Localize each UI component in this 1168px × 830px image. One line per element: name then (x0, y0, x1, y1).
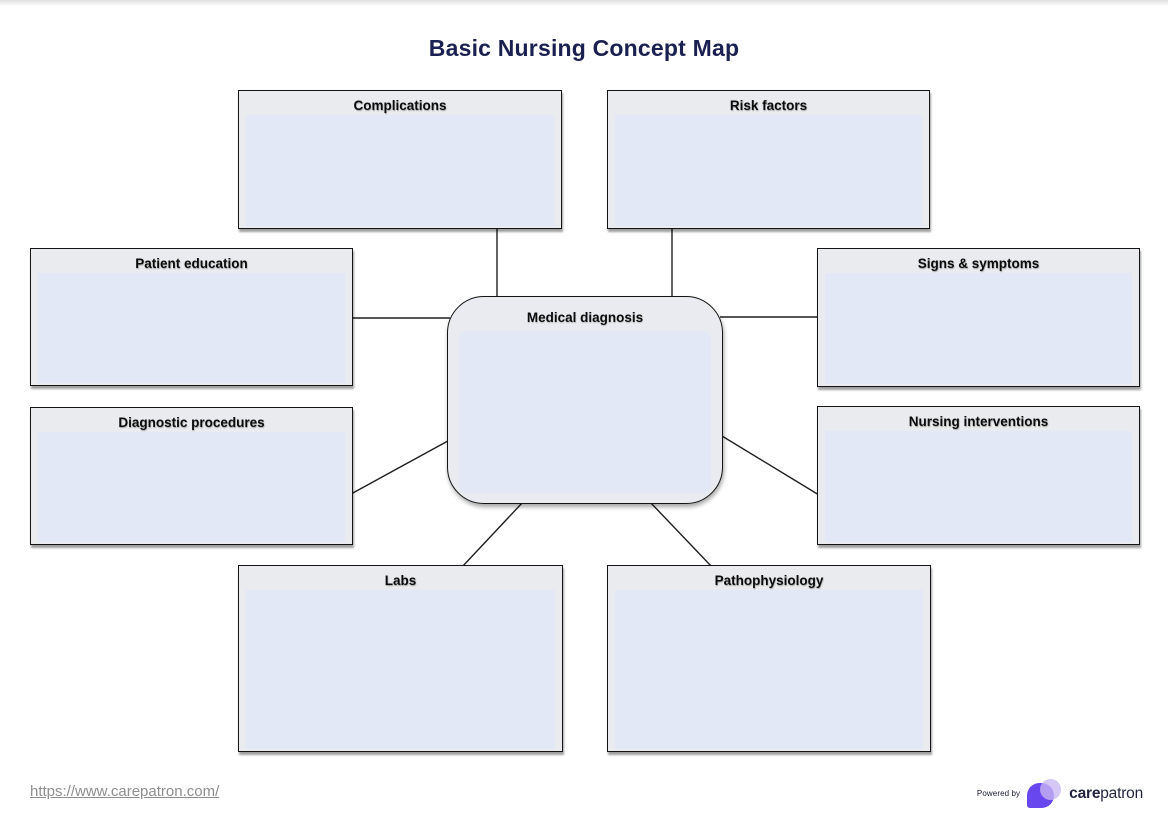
node-field-nursing-interventions[interactable] (825, 431, 1132, 542)
node-label: Risk factors (729, 98, 808, 113)
brand-name: carepatron (1069, 785, 1143, 803)
node-field-diagnostic-procedures[interactable] (38, 432, 345, 542)
node-field-pathophysiology[interactable] (615, 590, 923, 749)
node-label: Signs & symptoms (917, 256, 1040, 271)
node-labs: Labs (238, 565, 563, 752)
connector-labs (461, 501, 524, 568)
connector-diagnostic-procedures (350, 435, 458, 495)
node-field-complications[interactable] (246, 115, 554, 226)
connector-pathophysiology (649, 501, 713, 568)
node-label: Pathophysiology (714, 573, 824, 588)
node-label: Patient education (135, 256, 248, 271)
node-patient-education: Patient education (30, 248, 353, 386)
node-nursing-interventions: Nursing interventions (817, 406, 1140, 545)
node-signs-symptoms: Signs & symptoms (817, 248, 1140, 387)
node-field-labs[interactable] (246, 590, 555, 749)
node-label: Diagnostic procedures (118, 415, 265, 430)
carepatron-link[interactable]: https://www.carepatron.com/ (30, 783, 220, 800)
brand-name-regular: patron (1100, 784, 1143, 802)
node-label: Labs (384, 573, 417, 588)
node-risk-factors: Risk factors (607, 90, 930, 229)
node-field-patient-education[interactable] (38, 273, 345, 383)
node-diagnostic-procedures: Diagnostic procedures (30, 407, 353, 545)
connector-nursing-interventions (721, 435, 820, 496)
node-field-risk-factors[interactable] (615, 115, 922, 226)
powered-by-badge: Powered by carepatron (977, 779, 1143, 808)
node-label: Nursing interventions (908, 414, 1049, 429)
node-label: Medical diagnosis (526, 310, 644, 325)
brand-name-bold: care (1069, 784, 1101, 802)
node-pathophysiology: Pathophysiology (607, 565, 931, 752)
node-medical-diagnosis: Medical diagnosis (447, 296, 723, 504)
logo-bubble-light-icon (1040, 779, 1062, 800)
carepatron-logo-icon (1027, 779, 1062, 808)
node-complications: Complications (238, 90, 562, 229)
powered-by-label: Powered by (976, 789, 1021, 798)
page-title: Basic Nursing Concept Map (428, 35, 740, 61)
node-label: Complications (353, 98, 447, 113)
node-field-signs-symptoms[interactable] (825, 273, 1132, 384)
node-field-medical-diagnosis[interactable] (459, 331, 711, 493)
